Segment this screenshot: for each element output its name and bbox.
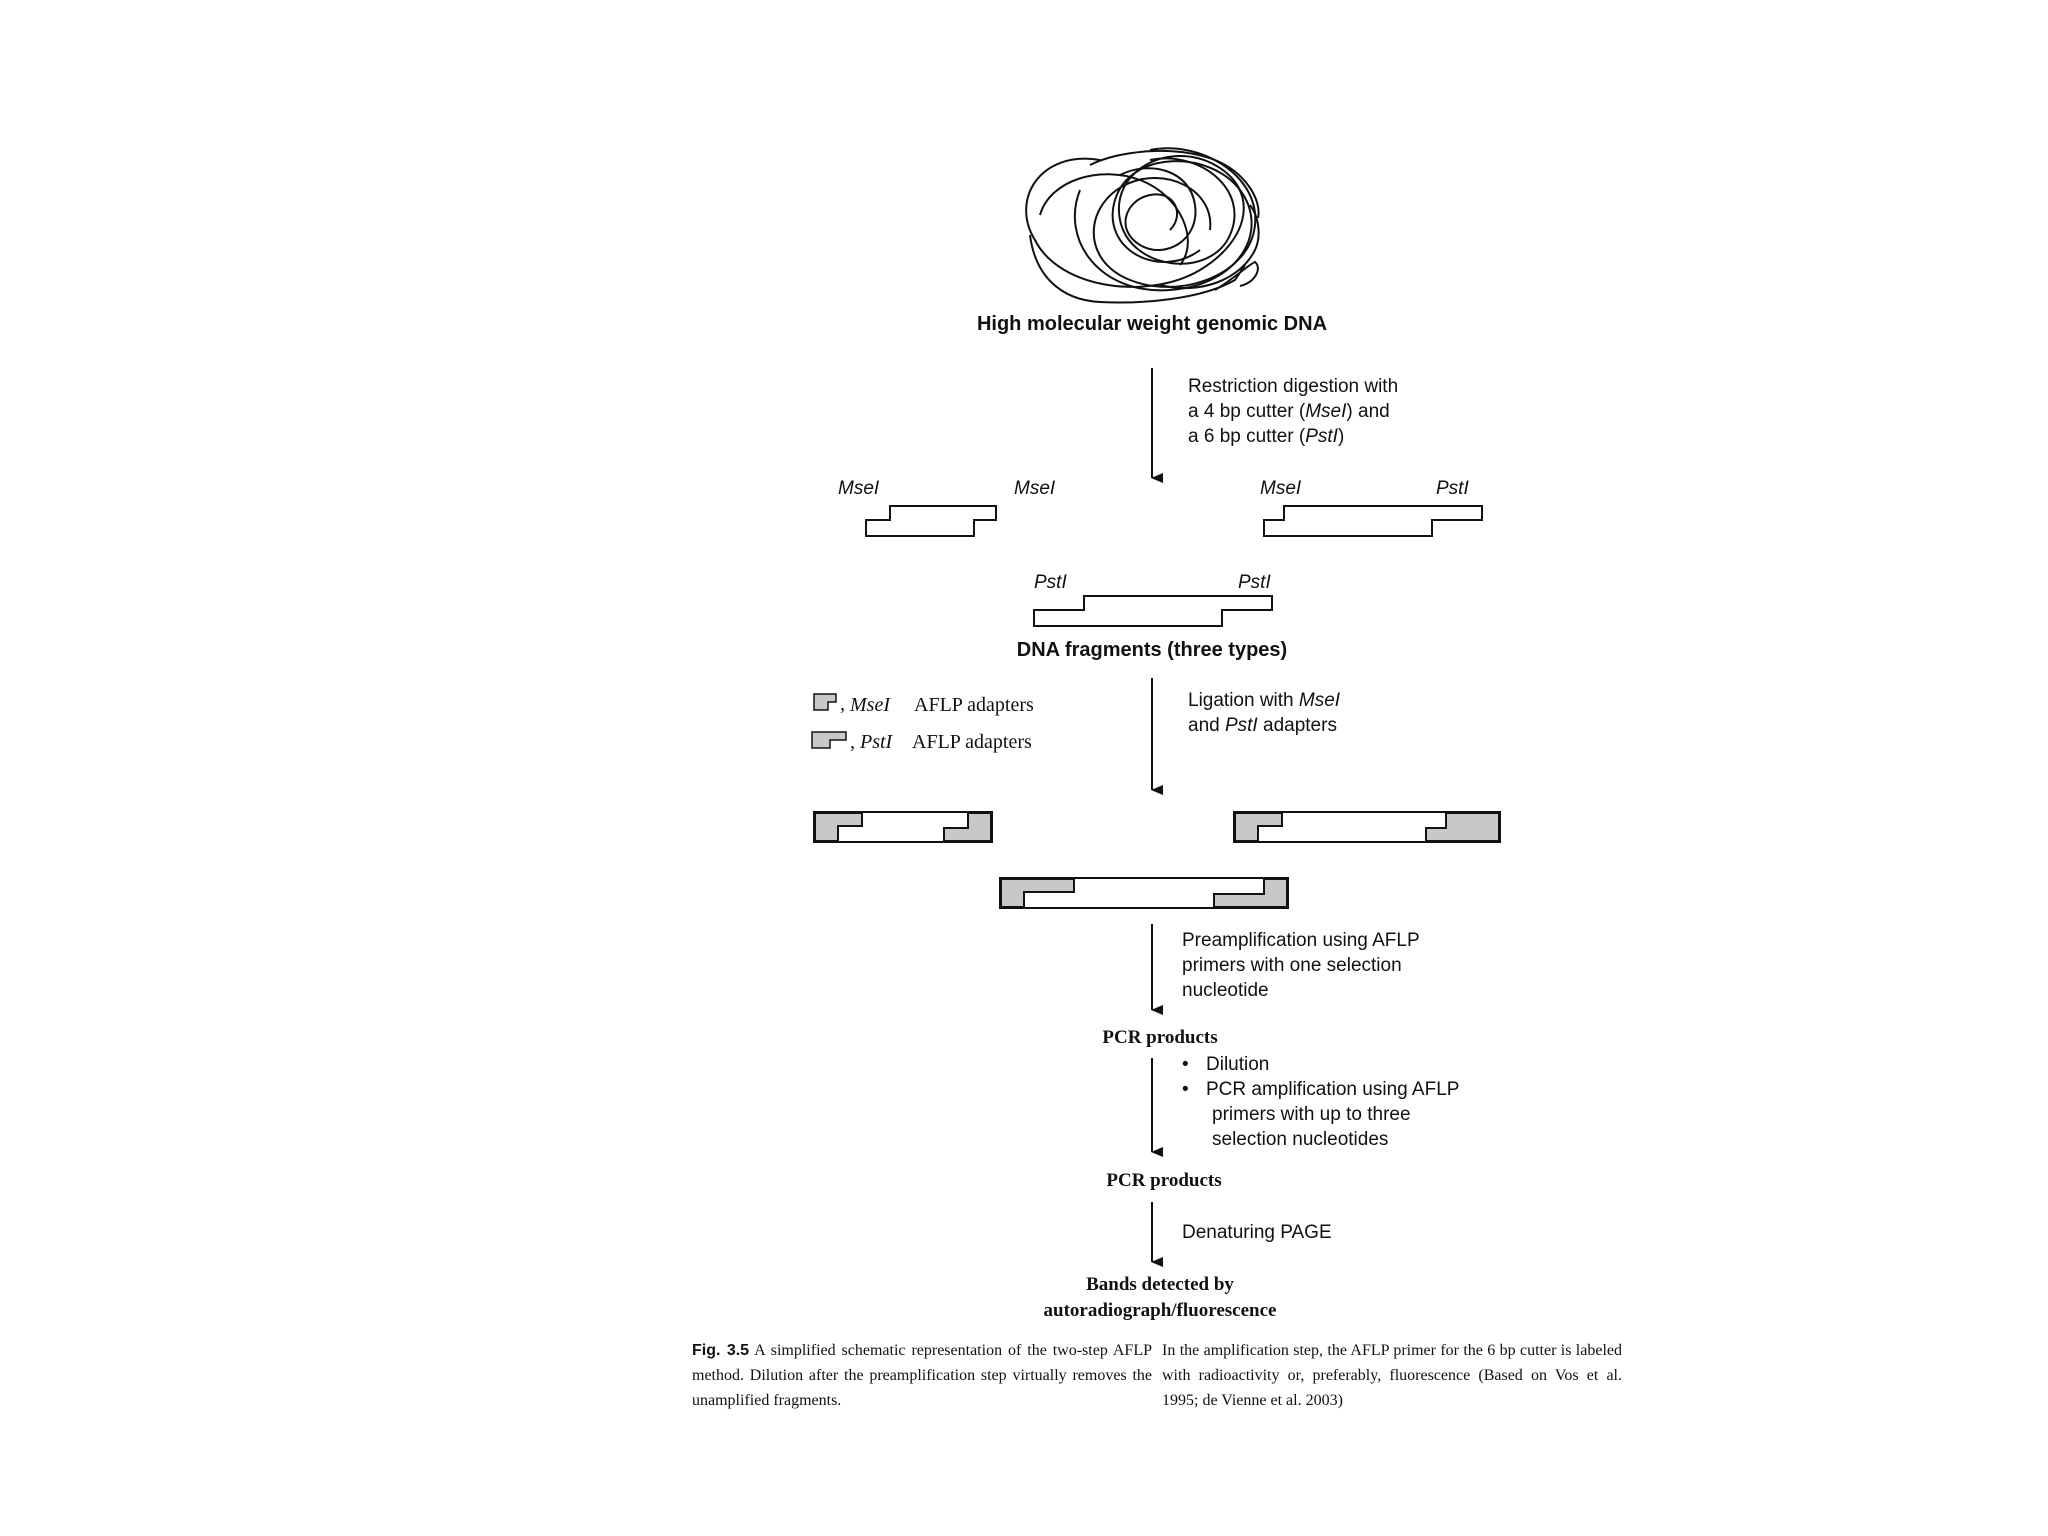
step-denaturing-page: Denaturing PAGE (1182, 1222, 1332, 1243)
legend-mse-enzyme: MseI (849, 694, 891, 716)
adapter-legend: , MseI AFLP adapters , PstI AFLP adapter… (812, 693, 1034, 753)
step-dilution: Dilution (1206, 1054, 1269, 1075)
fragment-mse-mse: MseI MseI (838, 478, 1056, 536)
ligated-fragment-mse-pst (1234, 812, 1500, 842)
pcr-products-label-2: PCR products (1106, 1170, 1221, 1191)
fragment-pst-pst-left-label: PstI (1034, 572, 1067, 593)
legend-comma-2: , (850, 731, 855, 753)
figure-caption-left: Fig. 3.5 A simplified schematic represen… (692, 1338, 1152, 1413)
step-preamp-line2: primers with one selection (1182, 955, 1402, 976)
step-preamp-line1: Preamplification using AFLP (1182, 930, 1420, 951)
pst-adapter-icon (812, 732, 846, 748)
genomic-dna-tangle-icon (1026, 148, 1258, 302)
legend-pst-enzyme: PstI (859, 731, 894, 753)
fragment-mse-pst: MseI PstI (1260, 478, 1482, 536)
step-amp-line2: primers with up to three (1212, 1104, 1411, 1125)
caption-left-text: A simplified schematic representation of… (692, 1342, 1152, 1409)
step-ligation-line1: Ligation with MseI (1188, 690, 1341, 711)
legend-comma-1: , (840, 693, 845, 715)
fragment-mse-mse-left-label: MseI (838, 478, 880, 499)
bullet-icon: • (1182, 1079, 1189, 1100)
bands-label-line2: autoradiograph/fluorescence (1044, 1300, 1277, 1321)
ligated-fragment-pst-pst (1000, 878, 1288, 908)
mse-adapter-icon (814, 694, 836, 710)
pcr-products-label-1: PCR products (1102, 1027, 1217, 1048)
legend-mse-text: AFLP adapters (914, 694, 1034, 716)
fragments-label: DNA fragments (three types) (1017, 639, 1287, 661)
fragment-mse-pst-left-label: MseI (1260, 478, 1302, 499)
fragment-pst-pst: PstI PstI (1034, 572, 1272, 626)
bands-label-line1: Bands detected by (1086, 1274, 1234, 1295)
ligated-fragment-mse-mse (814, 812, 992, 842)
step-digestion-line3: a 6 bp cutter (PstI) (1188, 426, 1344, 447)
fragment-pst-pst-right-label: PstI (1238, 572, 1271, 593)
step-preamp-line3: nucleotide (1182, 980, 1269, 1001)
legend-pst-text: AFLP adapters (912, 731, 1032, 753)
step-amp-line3: selection nucleotides (1212, 1129, 1388, 1150)
fragment-mse-pst-right-label: PstI (1436, 478, 1469, 499)
genomic-dna-label: High molecular weight genomic DNA (977, 313, 1327, 335)
figure-label: Fig. 3.5 (692, 1342, 749, 1359)
fragment-mse-mse-right-label: MseI (1014, 478, 1056, 499)
caption-right-text: In the amplification step, the AFLP prim… (1162, 1342, 1622, 1409)
figure-caption-right: In the amplification step, the AFLP prim… (1162, 1338, 1622, 1413)
step-digestion-line1: Restriction digestion with (1188, 376, 1398, 397)
bullet-icon: • (1182, 1054, 1189, 1075)
step-ligation-line2: and PstI adapters (1188, 715, 1337, 736)
step-amp-line1: PCR amplification using AFLP (1206, 1079, 1459, 1100)
step-digestion-line2: a 4 bp cutter (MseI) and (1188, 401, 1390, 422)
